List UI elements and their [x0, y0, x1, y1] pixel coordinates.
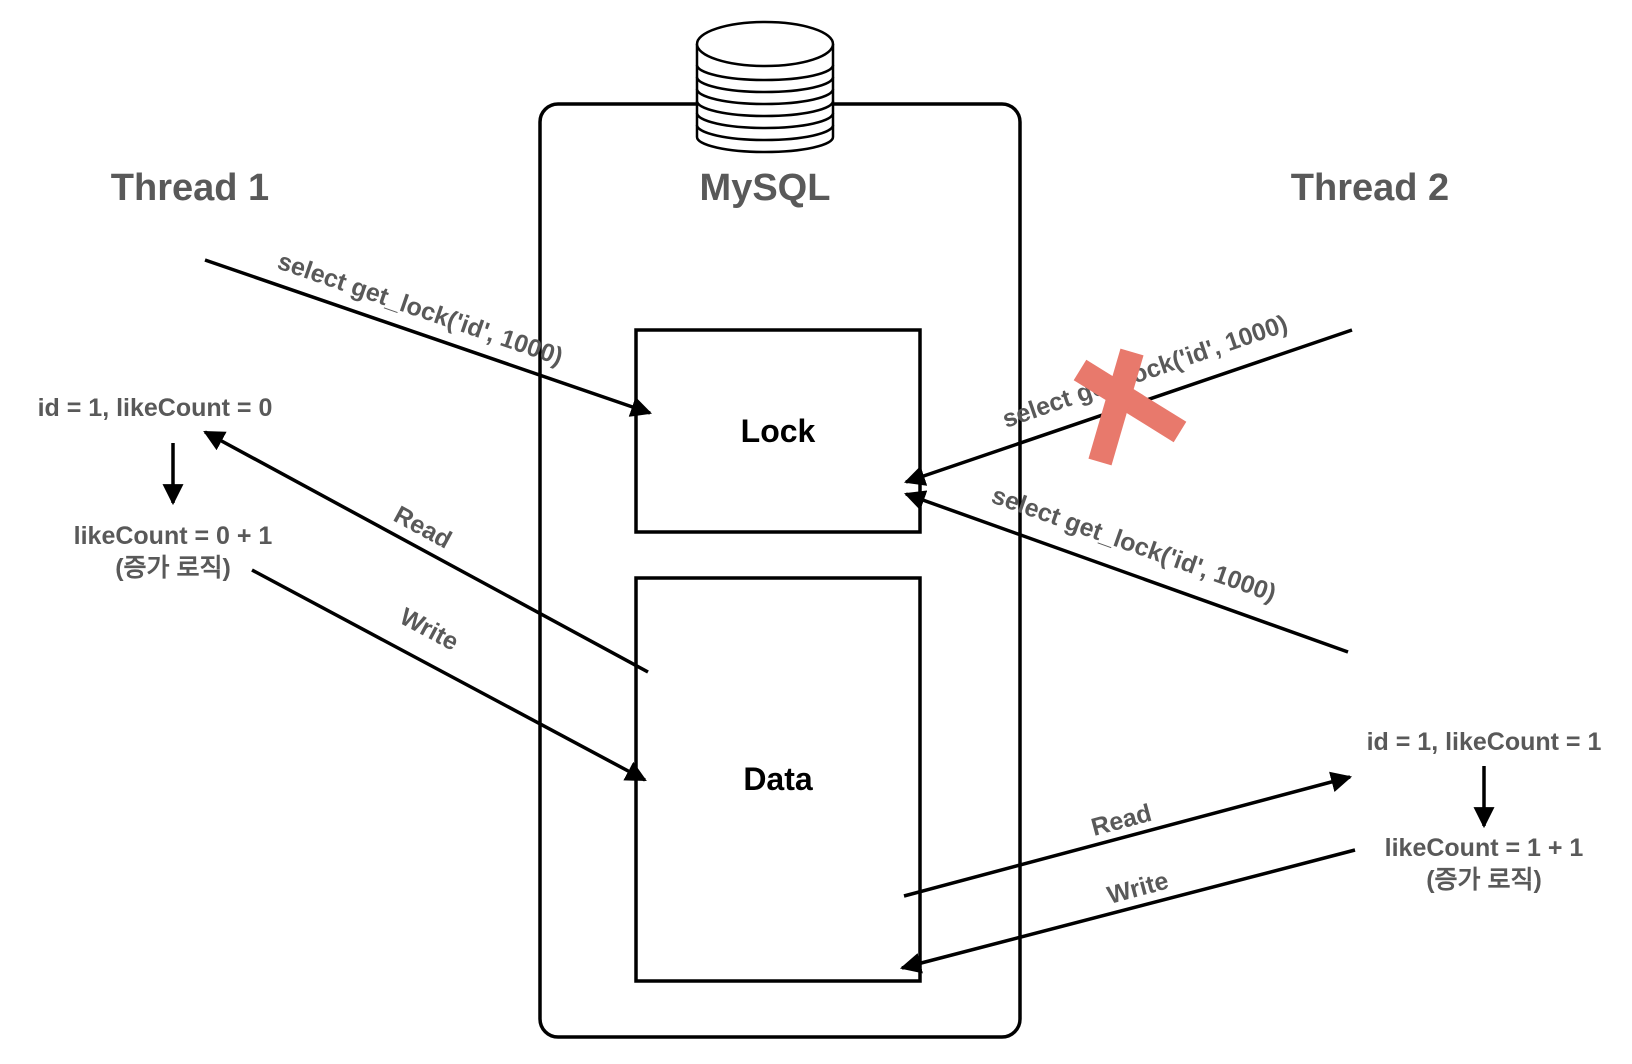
- thread2-increment: likeCount = 1 + 1: [1385, 834, 1584, 862]
- lock-label: Lock: [741, 413, 816, 449]
- thread2-title: Thread 2: [1291, 167, 1449, 209]
- thread1-get-lock-label: select get_lock('id', 1000): [274, 247, 566, 371]
- thread1-get-lock-arrow: [204, 258, 652, 417]
- thread2-read-arrow: [903, 771, 1353, 898]
- thread1-state: id = 1, likeCount = 0: [38, 394, 273, 422]
- thread1-read-label: Read: [389, 501, 456, 555]
- thread2-write-label: Write: [1104, 867, 1171, 910]
- lock-box: [634, 328, 922, 534]
- data-label: Data: [743, 761, 813, 797]
- thread2-get-lock-arrow: [904, 490, 1349, 654]
- thread1-read-arrow: [203, 430, 649, 674]
- mysql-container: [538, 102, 1022, 1039]
- database-icon: [695, 20, 835, 154]
- thread1-write-label: Write: [395, 603, 463, 657]
- thread1-write-arrow: [251, 568, 647, 782]
- thread1-increment: likeCount = 0 + 1: [74, 522, 273, 550]
- thread2-write-arrow: [899, 848, 1356, 974]
- thread2-get-lock-label: select get_lock('id', 1000): [988, 481, 1280, 607]
- thread2-increment-note: (증가 로직): [1426, 866, 1542, 894]
- thread1-increment-note: (증가 로직): [115, 554, 231, 582]
- thread2-read-label: Read: [1088, 799, 1154, 842]
- thread2-state: id = 1, likeCount = 1: [1367, 728, 1602, 756]
- thread1-title: Thread 1: [111, 167, 269, 209]
- cross-icon: [1073, 348, 1187, 466]
- mysql-title: MySQL: [700, 167, 831, 209]
